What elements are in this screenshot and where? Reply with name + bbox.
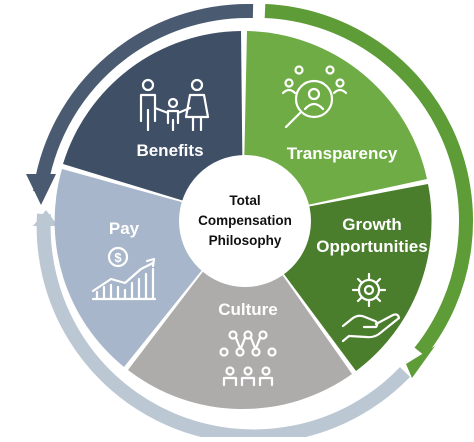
family-icon bbox=[139, 78, 210, 132]
center-circle bbox=[179, 155, 311, 287]
left-ring-arrow bbox=[33, 3, 254, 193]
label-benefits: Benefits bbox=[136, 141, 203, 160]
segment-benefits bbox=[63, 31, 243, 219]
label-growth-line-1: Growth bbox=[342, 215, 402, 234]
label-growth-line-2: Opportunities bbox=[316, 237, 427, 256]
people-network-icon bbox=[219, 330, 277, 387]
center-title-line-3: Philosophy bbox=[209, 233, 282, 248]
bottom-ring-arrow bbox=[36, 213, 411, 442]
outer-ring bbox=[26, 3, 474, 442]
bottom-ring-arrowhead bbox=[33, 210, 58, 226]
right-ring-arrow bbox=[264, 4, 474, 357]
label-pay: Pay bbox=[109, 219, 140, 238]
dollar-growth-chart-icon: $ bbox=[91, 246, 157, 301]
left-ring-arrowhead bbox=[26, 174, 56, 205]
svg-text:$: $ bbox=[114, 250, 122, 265]
center-title-line-1: Total bbox=[229, 193, 260, 208]
gear-hand-icon bbox=[341, 272, 401, 343]
segment-culture bbox=[128, 219, 352, 410]
center-title: Total Compensation Philosophy bbox=[198, 193, 292, 248]
center-title-line-2: Compensation bbox=[198, 213, 292, 228]
magnifier-person-icon bbox=[281, 65, 348, 129]
label-culture: Culture bbox=[218, 300, 278, 319]
right-ring-arrowhead bbox=[406, 346, 435, 378]
label-transparency: Transparency bbox=[287, 144, 398, 163]
